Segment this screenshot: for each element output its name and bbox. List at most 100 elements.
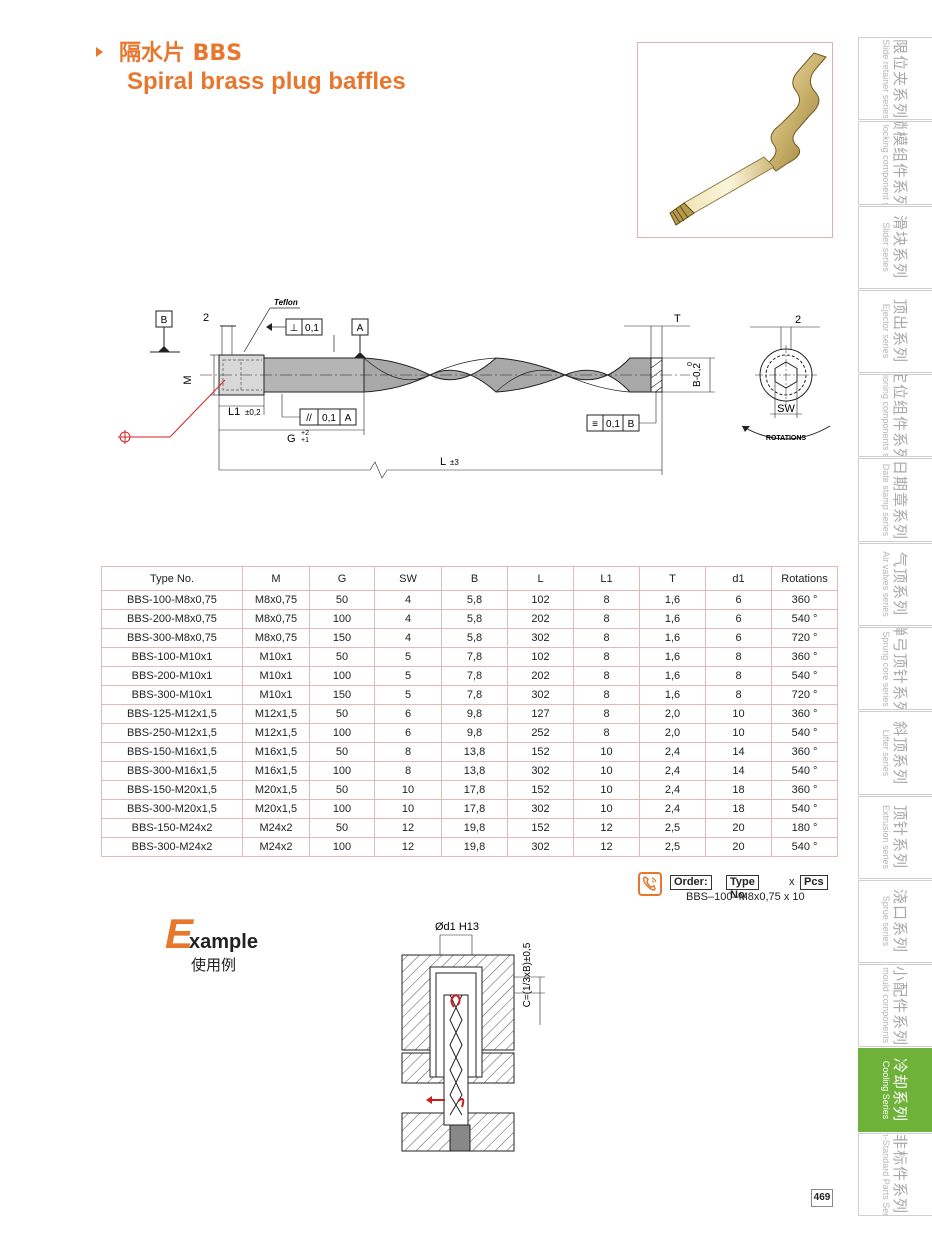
col-rotations: Rotations [771,566,838,591]
table-cell: 20 [705,818,772,838]
table-cell: BBS-150-M16x1,5 [101,742,243,762]
table-cell: 302 [507,761,574,781]
table-cell: 360 ° [771,590,838,610]
table-cell: 180 ° [771,818,838,838]
sidebar-item-cn: 定位组件系列 [890,374,909,458]
title-arrow-icon [96,47,103,57]
table-cell: BBS-300-M16x1,5 [101,761,243,781]
page-number: 469 [811,1189,833,1207]
table-cell: 14 [705,761,772,781]
dim-B-zero: 0 [687,362,694,366]
table-cell: 8 [573,723,640,743]
technical-drawing: B 2 Teflon ⊥ 0,1 A M L1 [118,298,831,479]
table-cell: 540 ° [771,723,838,743]
table-cell: 202 [507,609,574,629]
table-cell: 152 [507,818,574,838]
table-cell: 10 [374,799,442,819]
table-cell: 50 [309,704,375,724]
table-cell: BBS-150-M24x2 [101,818,243,838]
table-cell: M16x1,5 [242,742,310,762]
table-cell: 4 [374,628,442,648]
table-cell: 6 [374,723,442,743]
sidebar-item-en: Non-Standard Parts Series [880,1132,891,1216]
table-cell: 6 [705,628,772,648]
order-pcs-label: Pcs [800,875,828,890]
table-cell: 1,6 [639,628,706,648]
table-cell: 5 [374,666,442,686]
table-cell: 1,6 [639,647,706,667]
dim-L1-tol: ±0,2 [245,408,261,417]
sidebar-item-cn: 气顶系列 [890,552,909,617]
table-cell: 202 [507,666,574,686]
table-cell: 7,8 [441,647,508,667]
dim-M-label: M [182,375,194,384]
example-drawing: Ød1 H13 C=(1/3xB)±0,5 [401,921,545,1152]
parallel-value: 0,1 [322,413,336,424]
table-cell: 10 [705,704,772,724]
table-cell: 10 [705,723,772,743]
table-cell: 19,8 [441,818,508,838]
table-cell: M10x1 [242,685,310,705]
table-cell: 19,8 [441,837,508,857]
example-dim-d1: Ød1 H13 [435,921,479,933]
table-cell: 8 [705,666,772,686]
table-cell: 4 [374,590,442,610]
table-cell: 8 [573,647,640,667]
teflon-label: Teflon [274,298,298,307]
table-cell: 102 [507,590,574,610]
table-cell: 50 [309,590,375,610]
table-cell: 17,8 [441,799,508,819]
table-cell: 6 [705,609,772,629]
table-cell: 8 [573,666,640,686]
table-cell: 14 [705,742,772,762]
table-cell: 8 [573,590,640,610]
title-cn-line: 隔水片 BBS [96,40,406,68]
svg-text:⊥: ⊥ [290,323,299,334]
col-l: L [507,566,574,591]
table-cell: 1,6 [639,590,706,610]
col-d1: d1 [705,566,772,591]
table-cell: M8x0,75 [242,628,310,648]
table-cell: 5,8 [441,609,508,629]
col-type-no: Type No. [101,566,243,591]
sym-value: 0,1 [606,419,620,430]
table-cell: BBS-300-M10x1 [101,685,243,705]
table-cell: M20x1,5 [242,799,310,819]
sidebar-item-en: Sprue series [880,896,891,947]
sidebar-item-en: Positioning components series [880,374,891,458]
table-cell: M8x0,75 [242,590,310,610]
dim-L-tol: ±3 [450,458,459,467]
dim-G-tol-top: +2 [301,430,309,437]
col-l1: L1 [573,566,640,591]
table-cell: 302 [507,837,574,857]
datum-b-label: B [161,315,168,326]
col-b: B [441,566,508,591]
